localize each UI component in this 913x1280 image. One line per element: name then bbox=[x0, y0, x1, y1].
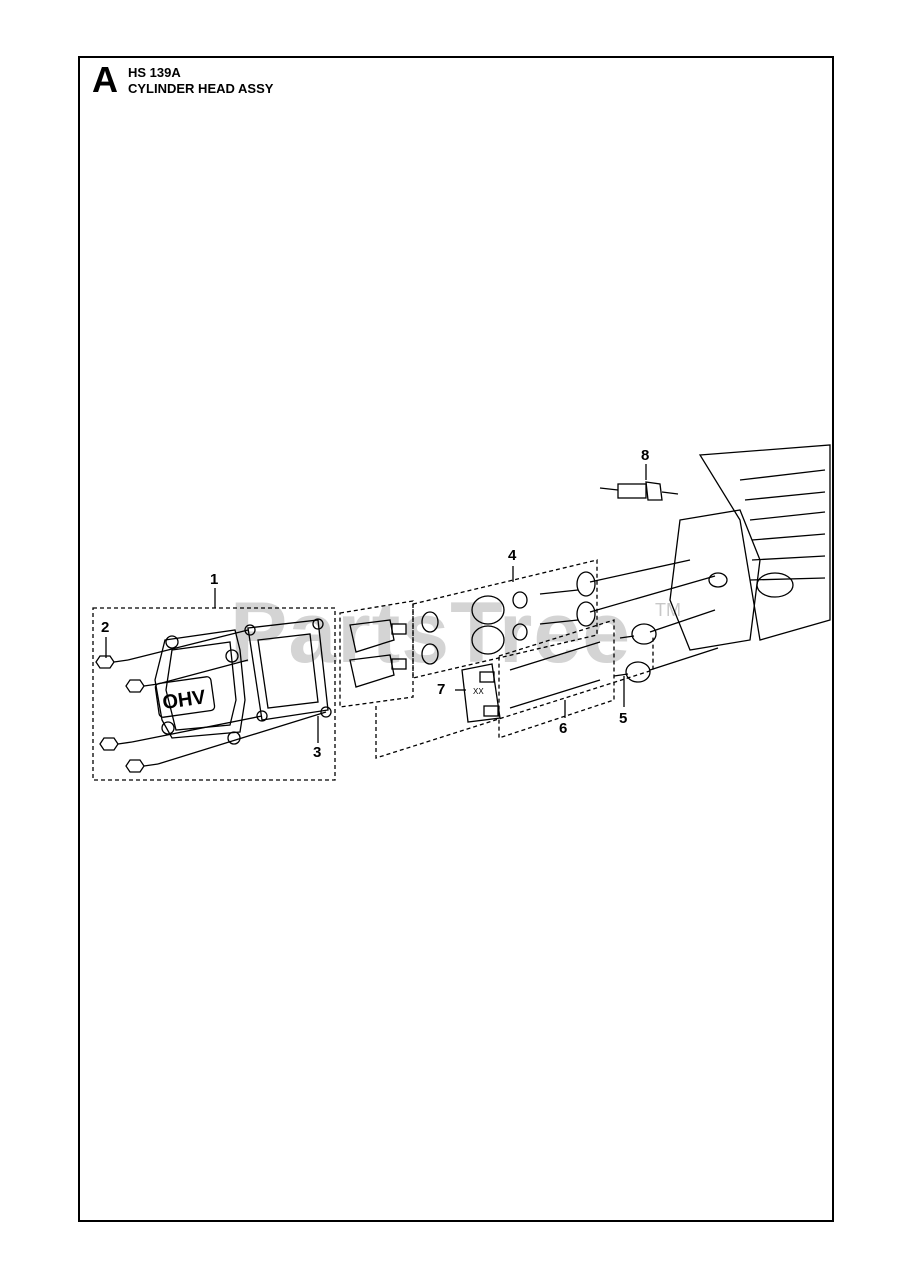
section-letter: A bbox=[92, 59, 118, 100]
callout-7: 7 bbox=[437, 681, 446, 698]
page-frame bbox=[78, 56, 834, 1222]
spark-plug bbox=[599, 481, 679, 501]
model-number: HS 139A bbox=[128, 65, 181, 80]
cover-marking: OHV bbox=[161, 686, 208, 714]
callout-5: 5 bbox=[619, 710, 628, 727]
watermark: PartsTree bbox=[230, 585, 632, 681]
callout-8: 8 bbox=[641, 447, 650, 464]
assembly-title: CYLINDER HEAD ASSY bbox=[128, 81, 274, 96]
callout-4: 4 bbox=[508, 547, 517, 564]
guide-plate bbox=[461, 663, 501, 723]
callout-2: 2 bbox=[101, 619, 110, 636]
rocker-arms bbox=[349, 619, 407, 688]
valve-parts bbox=[421, 571, 596, 665]
gasket bbox=[244, 618, 332, 722]
valve-cover bbox=[154, 629, 246, 745]
callout-1: 1 bbox=[210, 571, 219, 588]
watermark-tm: TM bbox=[655, 600, 681, 620]
bolts bbox=[95, 629, 327, 773]
group-line-rockers bbox=[375, 636, 654, 759]
group-box-pushrods bbox=[498, 619, 615, 739]
guide-plate-marking: XX bbox=[473, 687, 484, 696]
callout-6: 6 bbox=[559, 720, 568, 737]
cylinder-head bbox=[589, 444, 831, 671]
callout-3: 3 bbox=[313, 744, 322, 761]
group-box-valves bbox=[412, 559, 598, 679]
group-box-rockers bbox=[339, 600, 414, 708]
tappets bbox=[613, 623, 657, 683]
group-box-cover bbox=[92, 607, 336, 781]
push-rods bbox=[509, 641, 601, 709]
